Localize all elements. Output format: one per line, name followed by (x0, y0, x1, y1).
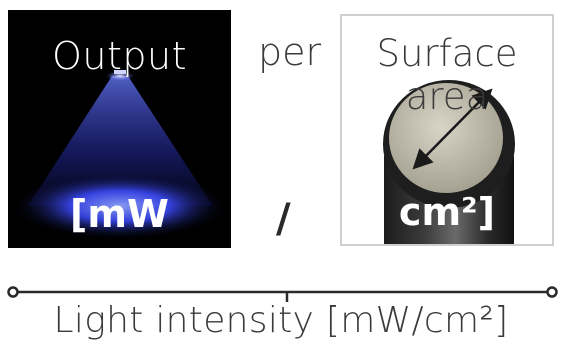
division-slash: / (276, 196, 291, 242)
light-pool (10, 172, 230, 240)
bracket-left-end (7, 286, 19, 298)
surface-area-unit: cm²] (398, 190, 496, 234)
light-emitter (114, 70, 126, 74)
output-title: Output (52, 34, 187, 78)
surface-area-title: Surface area (376, 32, 518, 118)
light-intensity-caption: Light intensity [mW/cm²] (53, 300, 509, 341)
bracket-right-end (546, 286, 558, 298)
surface-area-panel: Surface area cm²] (340, 14, 554, 246)
per-label: per (258, 30, 322, 74)
result-bracket (7, 286, 558, 302)
output-panel: Output [mW (8, 10, 231, 248)
output-unit: [mW (70, 192, 169, 236)
light-source (106, 71, 134, 81)
light-beam (28, 76, 213, 206)
diameter-arrow (412, 88, 493, 170)
fiber-tip-illustration (383, 80, 515, 244)
light-cone-illustration (10, 70, 230, 240)
